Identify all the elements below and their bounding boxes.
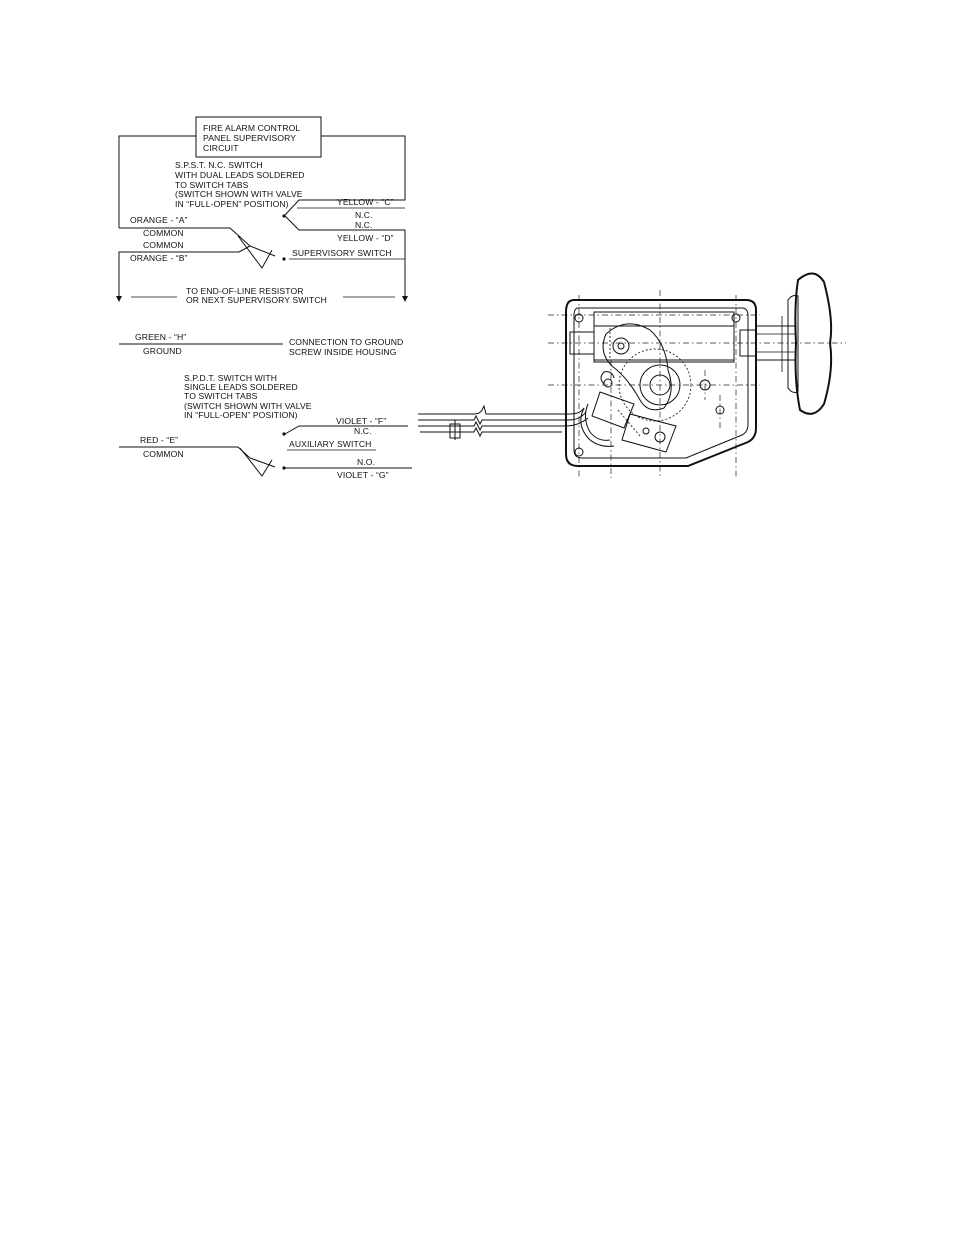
switch-assembly bbox=[580, 371, 677, 453]
bolt-bottom-right bbox=[715, 405, 725, 415]
spst-note-line-3: TO SWITCH TABS bbox=[175, 180, 249, 190]
violet-f-wire bbox=[284, 425, 408, 435]
auxiliary-switch-symbol bbox=[239, 432, 286, 477]
handwheel bbox=[794, 272, 833, 415]
eol-note-line-2: OR NEXT SUPERVISORY SWITCH bbox=[186, 295, 327, 305]
common-label-1: COMMON bbox=[143, 228, 184, 238]
bolt-top-right bbox=[731, 313, 741, 323]
spdt-note-line-5: IN “FULL-OPEN” POSITION) bbox=[184, 410, 298, 420]
green-h-label: GREEN - “H” bbox=[135, 332, 186, 342]
supervisory-circuit: FIRE ALARM CONTROL PANEL SUPERVISORY CIR… bbox=[116, 116, 408, 305]
worm-shaft bbox=[593, 311, 735, 363]
eol-right-arrow bbox=[402, 296, 408, 302]
ground-connection: GREEN - “H” GROUND CONNECTION TO GROUND … bbox=[119, 332, 403, 357]
shaft-extension bbox=[755, 325, 797, 361]
yellow-c-label: YELLOW - “C” bbox=[337, 197, 394, 207]
yellow-d-label: YELLOW - “D” bbox=[337, 233, 394, 243]
nc-label-3: N.C. bbox=[354, 426, 372, 436]
orange-a-wire bbox=[119, 227, 251, 247]
handwheel-rim bbox=[787, 295, 799, 393]
panel-right-wire bbox=[284, 135, 406, 216]
spst-note-line-5: IN “FULL-OPEN” POSITION) bbox=[175, 199, 289, 209]
spst-note-line-4: (SWITCH SHOWN WITH VALVE bbox=[175, 189, 303, 199]
nc-label-2: N.C. bbox=[355, 220, 373, 230]
panel-left-wire bbox=[118, 135, 196, 228]
orange-b-label: ORANGE - “B” bbox=[130, 253, 188, 263]
shaft-collar bbox=[739, 329, 757, 357]
nc-label-1: N.C. bbox=[355, 210, 373, 220]
valve-switch-housing-drawing bbox=[418, 272, 846, 478]
nc-lower-wire bbox=[284, 215, 406, 301]
bolt-top-left bbox=[574, 313, 584, 323]
spst-note-line-1: S.P.S.T. N.C. SWITCH bbox=[175, 160, 263, 170]
red-e-label: RED - “E” bbox=[140, 435, 178, 445]
centerlines bbox=[548, 290, 846, 478]
common-label-2: COMMON bbox=[143, 240, 184, 250]
no-label: N.O. bbox=[357, 457, 375, 467]
cam-pivot bbox=[612, 337, 630, 355]
bolt-center-right bbox=[699, 379, 711, 391]
ground-label: GROUND bbox=[143, 346, 182, 356]
red-e-wire bbox=[119, 446, 251, 459]
housing-outline bbox=[565, 299, 757, 467]
eol-note-line-1: TO END-OF-LINE RESISTOR bbox=[186, 286, 304, 296]
spdt-note-line-1: S.P.D.T. SWITCH WITH bbox=[184, 373, 277, 383]
spdt-note-line-2: SINGLE LEADS SOLDERED bbox=[184, 382, 298, 392]
spdt-note-line-3: TO SWITCH TABS bbox=[184, 391, 258, 401]
housing-inner-outline bbox=[573, 307, 749, 459]
violet-f-label: VIOLET - “F” bbox=[336, 416, 386, 426]
panel-label-line-3: CIRCUIT bbox=[203, 143, 239, 153]
violet-g-label: VIOLET - “G” bbox=[337, 470, 389, 480]
cam bbox=[602, 323, 672, 411]
spdt-note-line-4: (SWITCH SHOWN WITH VALVE bbox=[184, 401, 312, 411]
orange-b-wire bbox=[118, 245, 251, 301]
supervisory-switch-symbol bbox=[237, 214, 286, 269]
eol-left-arrow bbox=[116, 296, 122, 302]
bolt-bottom-left bbox=[574, 447, 584, 457]
drive-gear bbox=[639, 364, 681, 406]
panel-label-line-2: PANEL SUPERVISORY bbox=[203, 133, 296, 143]
left-bearing bbox=[569, 331, 595, 355]
ground-note-line-1: CONNECTION TO GROUND bbox=[289, 337, 403, 347]
wire-leads bbox=[418, 404, 589, 440]
spst-note-line-2: WITH DUAL LEADS SOLDERED bbox=[175, 170, 305, 180]
auxiliary-switch-label: AUXILIARY SWITCH bbox=[289, 439, 371, 449]
ground-note-line-2: SCREW INSIDE HOUSING bbox=[289, 347, 397, 357]
orange-a-label: ORANGE - “A” bbox=[130, 215, 188, 225]
panel-label-line-1: FIRE ALARM CONTROL bbox=[203, 123, 300, 133]
common-label-3: COMMON bbox=[143, 449, 184, 459]
auxiliary-circuit: S.P.D.T. SWITCH WITH SINGLE LEADS SOLDER… bbox=[119, 373, 412, 480]
fire-alarm-control-panel-box bbox=[195, 116, 322, 158]
supervisory-switch-label: SUPERVISORY SWITCH bbox=[292, 248, 392, 258]
